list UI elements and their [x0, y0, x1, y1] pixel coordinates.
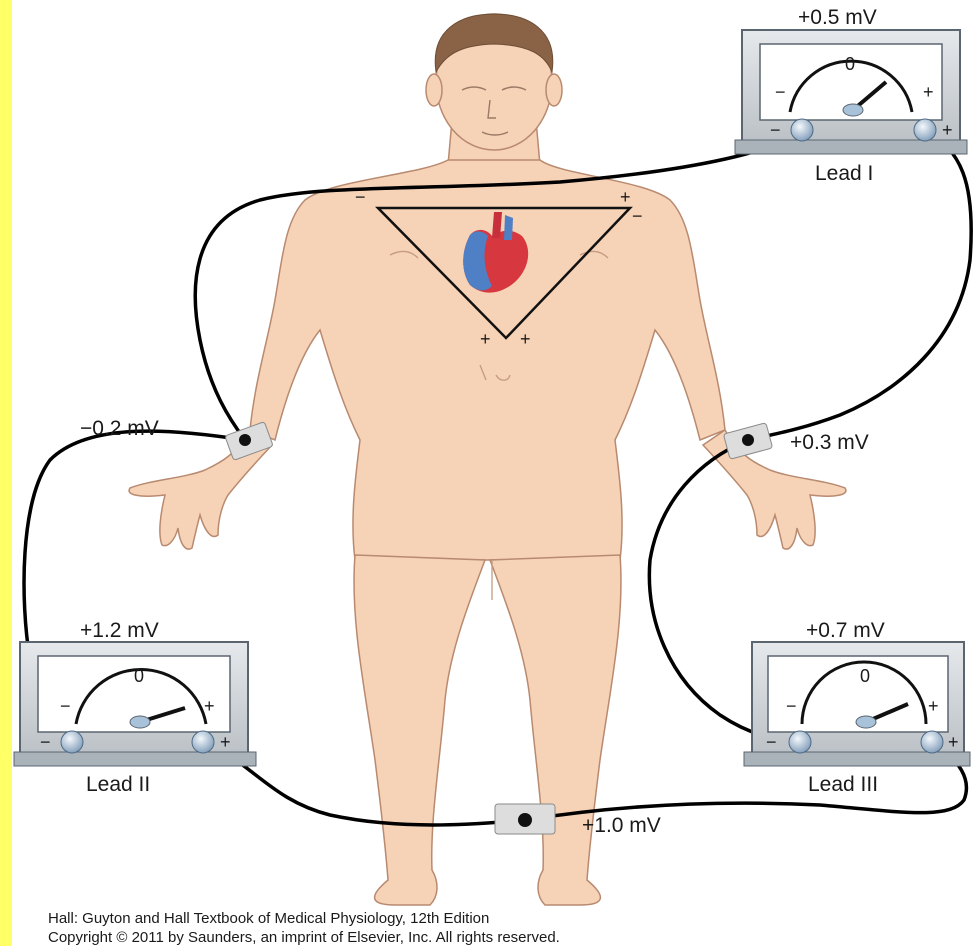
meter-plus: + [204, 696, 215, 716]
terminal-plus: + [948, 732, 959, 752]
lead-iii-label: Lead III [808, 773, 878, 796]
credit-line-1: Hall: Guyton and Hall Textbook of Medica… [48, 910, 489, 927]
einthoven-diagram: − + − + + 0 − [12, 0, 976, 946]
left-arm-voltage: +0.3 mV [790, 431, 869, 454]
triangle-sign: + [520, 329, 531, 349]
lead-i-label: Lead I [815, 162, 873, 185]
terminal-minus: − [40, 732, 51, 752]
terminal-plus: + [942, 120, 953, 140]
credit-line-2: Copyright © 2011 by Saunders, an imprint… [48, 929, 560, 946]
terminal-minus: − [766, 732, 777, 752]
lead-ii-label: Lead II [86, 773, 150, 796]
triangle-sign: + [620, 187, 631, 207]
lead-i-voltage: +0.5 mV [798, 6, 877, 29]
meter-minus: − [786, 696, 797, 716]
electrode-left-arm [723, 423, 772, 460]
terminal-icon [914, 119, 936, 141]
figure-canvas: − + − + + 0 − [12, 0, 976, 946]
lead-iii-voltage: +0.7 mV [806, 619, 885, 642]
meter-plus: + [923, 82, 934, 102]
meter-plus: + [928, 696, 939, 716]
lead-ii-voltage: +1.2 mV [80, 619, 159, 642]
terminal-icon [921, 731, 943, 753]
right-arm-voltage: −0.2 mV [80, 417, 159, 440]
terminal-plus: + [220, 732, 231, 752]
triangle-sign: − [632, 206, 643, 226]
meter-zero: 0 [860, 666, 870, 686]
triangle-sign: + [480, 329, 491, 349]
terminal-icon [61, 731, 83, 753]
meter-minus: − [60, 696, 71, 716]
electrode-left-leg [495, 804, 555, 834]
electrode-right-arm [225, 422, 273, 461]
left-leg-voltage: +1.0 mV [582, 814, 661, 837]
terminal-icon [192, 731, 214, 753]
meter-zero: 0 [845, 54, 855, 74]
terminal-icon [791, 119, 813, 141]
meter-zero: 0 [134, 666, 144, 686]
terminal-icon [789, 731, 811, 753]
terminal-minus: − [770, 120, 781, 140]
meter-minus: − [775, 82, 786, 102]
